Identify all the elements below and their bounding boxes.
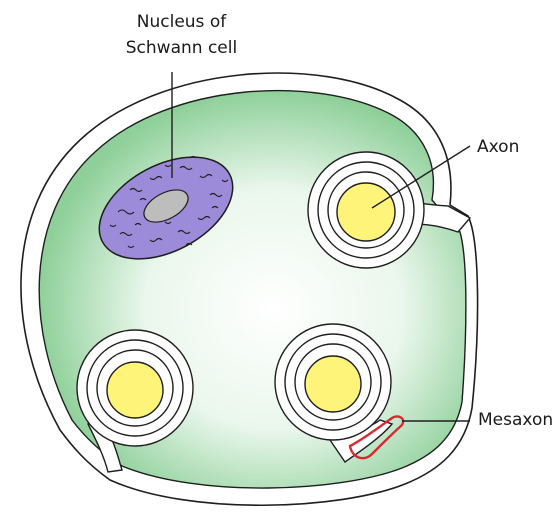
nucleus-label-line2: Schwann cell <box>0 38 363 58</box>
axon-core <box>305 356 361 412</box>
axon-top-right <box>308 152 424 268</box>
axon-bottom-right <box>275 324 391 440</box>
axon-label: Axon <box>477 137 519 157</box>
nucleus-label-line1: Nucleus of <box>0 12 363 32</box>
axon-core <box>107 362 163 418</box>
axon-bottom-left <box>77 330 193 446</box>
mesaxon-label: Mesaxon <box>478 410 553 430</box>
axon-core <box>337 183 395 241</box>
